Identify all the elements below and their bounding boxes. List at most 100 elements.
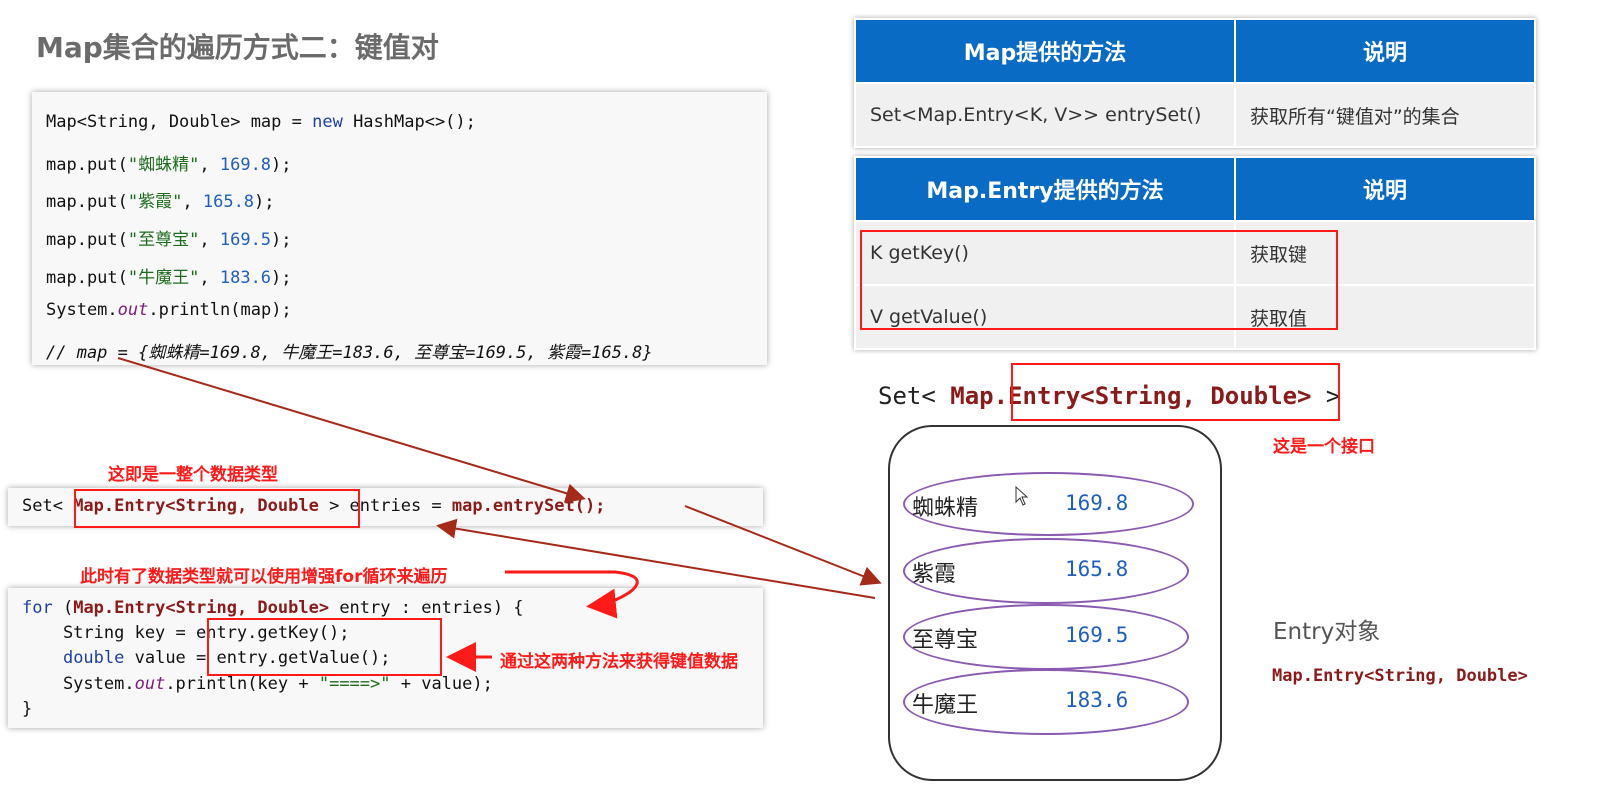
keyword-double: double (62, 648, 125, 668)
code-text: map.put( (46, 155, 128, 175)
entry-object-title: Entry对象 (1273, 619, 1381, 645)
annotation-enhanced-for: 此时有了数据类型就可以使用增强for循环来遍历 (80, 567, 448, 587)
arrow (505, 570, 639, 619)
table-header-row: Map.Entry提供的方法 说明 (854, 156, 1536, 222)
entry-key: 蜘蛛精 (912, 496, 979, 521)
table-header: Map提供的方法 (854, 18, 1236, 84)
annotation-get-methods: 通过这两种方法来获得键值数据 (500, 652, 738, 672)
arrow (117, 357, 586, 503)
code-text: ); (271, 230, 292, 250)
for-loop-code-block: for (Map.Entry<String, Double> entry : e… (8, 588, 763, 728)
highlight-box (207, 618, 442, 676)
annotation-interface: 这是一个接口 (1273, 437, 1375, 457)
code-text: System. (46, 300, 118, 320)
table-row: V getValue() 获取值 (854, 284, 1536, 350)
type-text: Map.Entry<String, Double> (73, 598, 330, 618)
entry-key: 至尊宝 (912, 628, 979, 653)
table-cell: 获取所有“键值对”的集合 (1234, 82, 1536, 148)
code-text: Set< (878, 382, 951, 410)
code-text: ( (52, 598, 74, 618)
code-text: map.put( (46, 192, 128, 212)
code-line: map.put("紫霞", 165.8); (46, 187, 275, 212)
highlight-box (860, 230, 1338, 330)
code-text: Set< (22, 496, 74, 516)
code-text: value = entry.getValue(); (124, 648, 391, 668)
table-header: 说明 (1234, 156, 1536, 222)
code-line: map.put("牛魔王", 183.6); (46, 263, 292, 288)
code-text: map.put( (46, 230, 128, 250)
table-cell: 获取值 (1234, 284, 1536, 350)
map-methods-table: Map提供的方法 说明 Set<Map.Entry<K, V>> entrySe… (854, 18, 1536, 148)
code-line: map.put("蜘蛛精", 169.8); (46, 150, 292, 175)
entry-key: 紫霞 (912, 562, 957, 587)
string-literal: "牛魔王" (127, 268, 200, 288)
code-text: .println(key + (165, 674, 319, 694)
entry-key: 牛魔王 (912, 693, 979, 718)
type-text: Map. (950, 382, 1009, 410)
code-text: ); (271, 268, 292, 288)
code-text: , (182, 192, 203, 212)
string-literal: "至尊宝" (127, 230, 200, 250)
number-literal: 165.8 (202, 192, 255, 212)
entry-object-type: Map.Entry<String, Double> (1272, 666, 1528, 686)
entry-value: 169.8 (1065, 491, 1129, 515)
set-type-label: Set< Map.Entry<String, Double> > (878, 382, 1340, 410)
code-text: , (199, 268, 220, 288)
code-text: , (199, 155, 220, 175)
entry-ellipse (903, 669, 1189, 735)
code-text: ); (271, 155, 292, 175)
code-text: , (199, 230, 220, 250)
field-out: out (117, 300, 149, 320)
code-text: entry : entries) { (329, 598, 524, 618)
code-text: System. (22, 674, 135, 694)
entry-value: 165.8 (1065, 557, 1129, 581)
code-text: > (1311, 382, 1341, 410)
code-line: double value = entry.getValue(); (22, 648, 391, 668)
table-row: K getKey() 获取键 (854, 220, 1536, 286)
string-literal: "蜘蛛精" (127, 155, 200, 175)
code-line: Map<String, Double> map = new HashMap<>(… (46, 112, 476, 132)
code-line: map.put("至尊宝", 169.5); (46, 225, 292, 250)
entryset-code-block: Set< Map.Entry<String, Double > entries … (8, 488, 763, 526)
keyword-for: for (22, 598, 53, 618)
arrow (684, 505, 882, 586)
number-literal: 183.6 (219, 268, 272, 288)
string-literal: "====>" (318, 674, 391, 694)
table-header: 说明 (1234, 18, 1536, 84)
table-cell: 获取键 (1234, 220, 1536, 286)
highlight-box (1011, 363, 1340, 421)
code-line: String key = entry.getKey(); (22, 623, 350, 643)
entry-ellipse (903, 538, 1189, 604)
code-text: ); (254, 192, 275, 212)
code-line: System.out.println(map); (46, 300, 292, 320)
table-header: Map.Entry提供的方法 (854, 156, 1236, 222)
type-text: Map.Entry<String, Double (73, 496, 319, 516)
entry-ellipse (903, 472, 1194, 536)
number-literal: 169.8 (219, 155, 272, 175)
arrow (436, 518, 876, 599)
annotation-data-type: 这即是一整个数据类型 (108, 465, 278, 485)
entry-value: 169.5 (1065, 623, 1129, 647)
code-line: for (Map.Entry<String, Double> entry : e… (22, 598, 524, 618)
code-line: } (22, 699, 33, 719)
code-text: map.put( (46, 268, 128, 288)
code-text: > entries = (318, 496, 452, 516)
table-header-row: Map提供的方法 说明 (854, 18, 1536, 84)
table-cell: V getValue() (854, 284, 1236, 350)
type-text: Entry<String, Double> (1008, 382, 1312, 410)
entry-methods-table: Map.Entry提供的方法 说明 K getKey() 获取键 V getVa… (854, 156, 1536, 350)
page-title: Map集合的遍历方式二：键值对 (36, 31, 439, 64)
field-out: out (134, 674, 166, 694)
highlight-box (74, 489, 360, 528)
keyword-new: new (312, 112, 343, 132)
code-text: + value); (390, 674, 493, 694)
map-put-code-block: Map<String, Double> map = new HashMap<>(… (32, 92, 767, 365)
code-line: Set< Map.Entry<String, Double > entries … (22, 496, 605, 516)
number-literal: 169.5 (219, 230, 272, 250)
table-row: Set<Map.Entry<K, V>> entrySet() 获取所有“键值对… (854, 82, 1536, 148)
code-text: HashMap<>(); (342, 112, 476, 132)
string-literal: "紫霞" (127, 192, 183, 212)
code-line: System.out.println(key + "====>" + value… (22, 674, 493, 694)
mouse-cursor-icon (1015, 486, 1029, 506)
